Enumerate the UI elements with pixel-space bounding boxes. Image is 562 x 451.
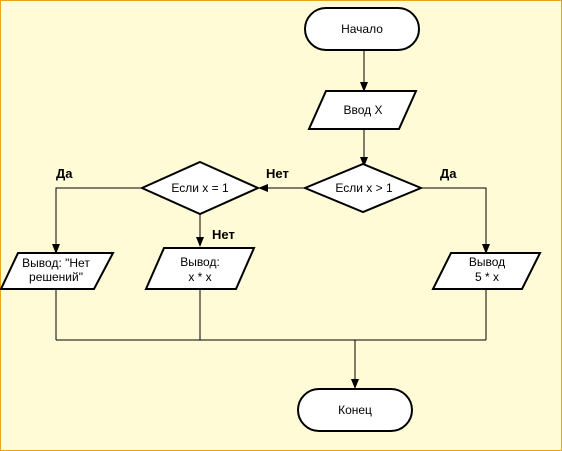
decision-gt1-label: Если x > 1 (335, 181, 393, 195)
output-x-squared-line1: Вывод: (180, 255, 220, 269)
connectors (52, 51, 490, 389)
branch-label-gt1-no: Нет (266, 166, 289, 181)
end-label: Конец (338, 403, 372, 417)
output-no-solutions: Вывод: "Нет решений" (0, 252, 115, 290)
edge-cond-gt1-yes (421, 187, 490, 254)
decision-eq1-label: Если x = 1 (171, 181, 229, 195)
branch-label-gt1-yes: Да (440, 166, 457, 181)
output-5x-line2: 5 * x (475, 270, 499, 284)
start-terminator: Начало (304, 7, 420, 51)
output-x-squared: Вывод: x * x (144, 247, 256, 290)
branch-label-eq1-no: Нет (212, 227, 235, 242)
input-box: Ввод X (307, 90, 418, 130)
input-label: Ввод X (344, 103, 383, 117)
end-terminator: Конец (297, 388, 413, 432)
output-5x-line1: Вывод (469, 255, 505, 269)
decision-eq1: Если x = 1 (139, 160, 261, 216)
output-5x: Вывод 5 * x (431, 252, 542, 290)
decision-gt1: Если x > 1 (302, 162, 424, 214)
edge-cond-eq1-yes (52, 187, 142, 254)
branch-label-eq1-yes: Да (56, 166, 73, 181)
output-x-squared-line2: x * x (188, 270, 211, 284)
output-no-solutions-line2: решений" (29, 270, 83, 284)
output-no-solutions-line1: Вывод: "Нет (22, 256, 90, 270)
start-label: Начало (341, 22, 383, 36)
